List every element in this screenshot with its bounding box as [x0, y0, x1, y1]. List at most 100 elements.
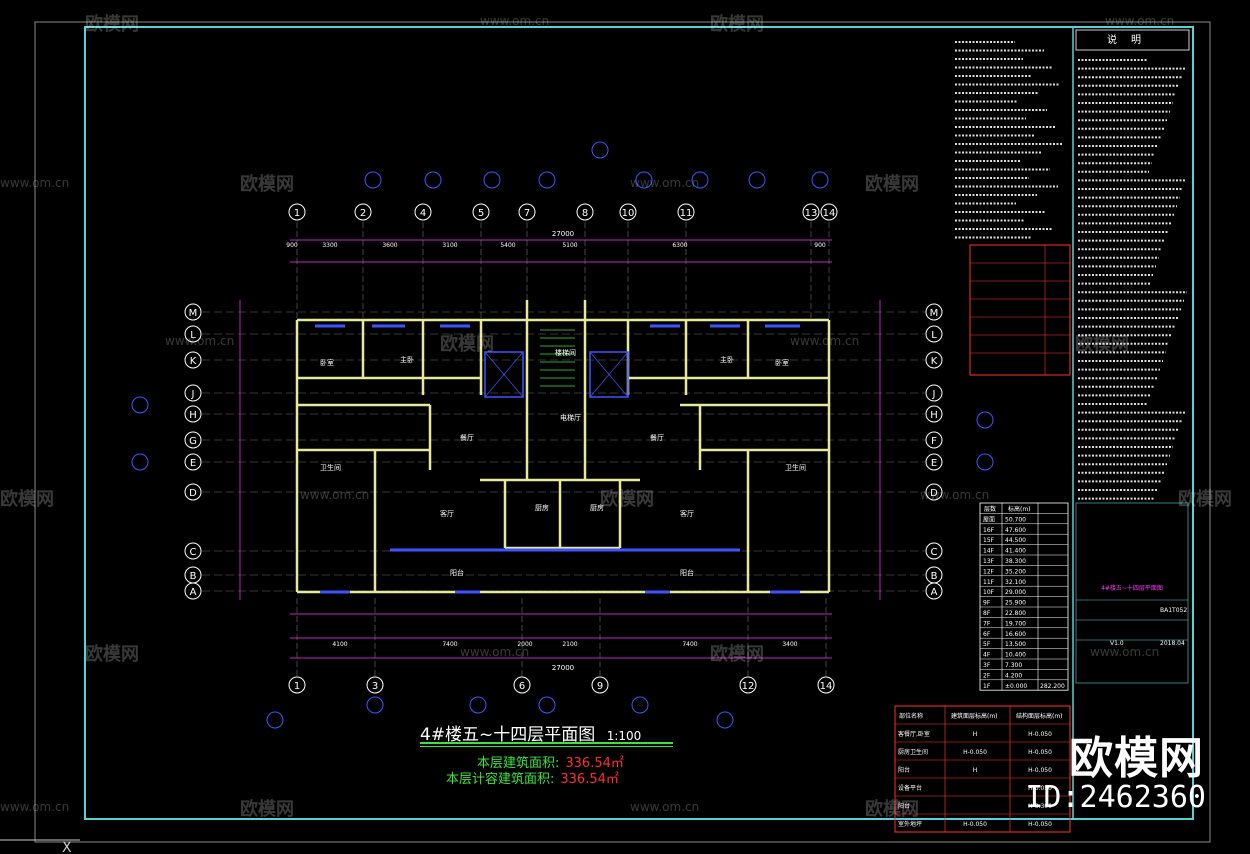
area-row: 本层建筑面积:336.54㎡: [477, 752, 624, 771]
axis-bubble: [591, 676, 609, 694]
elevation-floor: 14F: [983, 548, 995, 555]
title-block-date: 2018.04: [1160, 640, 1185, 647]
title-block-name: 4#楼五~十四层平面图: [1101, 584, 1163, 592]
axis-label: 11: [680, 208, 693, 219]
axis-bubble: [184, 453, 202, 471]
watermark-brand-tile: 欧模网: [1075, 334, 1129, 355]
elevator-shaft: [589, 351, 629, 398]
watermark-url: www.om.cn: [1105, 14, 1175, 28]
room-label: 卧室: [775, 358, 789, 367]
elevation-floor: 7F: [983, 620, 991, 627]
finish-header: 部位名称: [899, 712, 923, 720]
axis-label: A: [931, 587, 938, 598]
finish-header: 建筑面层标高(m): [951, 712, 998, 720]
dimension-text: 7400: [442, 641, 457, 648]
room-label: 厨房: [535, 503, 549, 512]
section-marker: [811, 171, 829, 189]
finish-struct: H-0.050: [1028, 767, 1052, 774]
section-marker: [748, 171, 766, 189]
axis-bubble: [619, 203, 637, 221]
axis-bubble: [802, 203, 820, 221]
watermark-url: www.om.cn: [0, 800, 70, 814]
elevation-floor: 11F: [983, 579, 995, 586]
axis-bubble: [184, 483, 202, 501]
finish-part: 阳台: [898, 802, 910, 810]
finish-table-frame: [894, 705, 1071, 833]
dimension-text: 5400: [500, 242, 515, 249]
axis-label: E: [931, 458, 937, 469]
axis-bubble: [925, 431, 943, 449]
dimension-text: 3400: [782, 641, 797, 648]
axis-label: E: [190, 458, 196, 469]
finish-struct: H-0.050: [1028, 749, 1052, 756]
watermark-brand-tile: 欧模网: [240, 799, 294, 820]
elevation-value: 22.800: [1005, 610, 1026, 617]
section-marker: [424, 171, 442, 189]
finish-arch: H: [973, 731, 978, 738]
elevation-value: 35.200: [1005, 568, 1026, 575]
axis-label: 5: [478, 208, 484, 219]
drawing-title: 4#楼五~十四层平面图 1:100: [420, 720, 641, 745]
axis-label: C: [931, 547, 938, 558]
section-marker: [976, 453, 994, 471]
axis-bubble: [739, 676, 757, 694]
axis-label: C: [190, 547, 197, 558]
room-label: 阳台: [450, 568, 464, 577]
section-marker: [538, 171, 556, 189]
section-marker: [591, 141, 609, 159]
watermark-url: www.om.cn: [165, 334, 235, 348]
watermark-brand-tile: 欧模网: [600, 489, 654, 510]
watermark-brand-tile: 欧模网: [865, 174, 919, 195]
elevation-floor: 12F: [983, 568, 995, 575]
watermark-url: www.om.cn: [630, 176, 700, 190]
room-label: 厨房: [590, 503, 604, 512]
area-far-label: 本层计容建筑面积:: [446, 772, 555, 787]
watermark-brand: 欧模网: [1069, 733, 1204, 784]
title-block-version: V1.0: [1110, 640, 1124, 647]
finish-header: 结构面层标高(m): [1016, 712, 1063, 720]
axis-bubble: [184, 405, 202, 423]
section-marker: [976, 411, 994, 429]
dimension-text: 900: [814, 242, 826, 249]
axis-bubble: [817, 676, 835, 694]
ucs-icon: X: [62, 840, 72, 854]
axis-bubble: [925, 303, 943, 321]
axis-label: B: [190, 571, 197, 582]
elevation-floor: 5F: [983, 641, 991, 648]
elevation-header: 标高(m): [1008, 505, 1031, 513]
axis-bubble: [184, 325, 202, 343]
title-underline-2: [420, 746, 673, 747]
axis-label: L: [190, 330, 196, 341]
axis-bubble: [820, 203, 838, 221]
elevation-value: 16.600: [1005, 631, 1026, 638]
dimension-text: 900: [286, 242, 298, 249]
section-marker: [538, 696, 556, 714]
axis-label: 1: [294, 681, 300, 692]
axis-label: J: [191, 389, 195, 400]
axis-label: D: [930, 488, 938, 499]
section-marker: [131, 396, 149, 414]
notes-title-box: [1075, 29, 1190, 51]
section-marker: [716, 711, 734, 729]
dimension-text: 2100: [562, 641, 577, 648]
axis-label: G: [189, 436, 197, 447]
axis-bubble: [184, 384, 202, 402]
area-far-row: 本层计容建筑面积: 336.54㎡: [446, 768, 619, 787]
area-far-value: 336.54㎡: [560, 772, 619, 787]
axis-label: 3: [372, 681, 378, 692]
notes-title: 说明: [1107, 35, 1155, 46]
finish-part: 厨房卫生间: [898, 748, 928, 756]
axis-bubble: [184, 351, 202, 369]
room-label: 主卧: [400, 355, 414, 364]
elevation-floor: 3F: [983, 662, 991, 669]
elevator-cross: [589, 351, 629, 398]
elevation-value: 47.600: [1005, 527, 1026, 534]
watermark-brand-tile: 欧模网: [710, 14, 764, 35]
elevation-floor: 屋面: [983, 516, 995, 523]
axis-label: 4: [420, 208, 426, 219]
axis-bubble: [366, 676, 384, 694]
title-underline: [420, 742, 673, 744]
axis-bubble: [518, 203, 536, 221]
